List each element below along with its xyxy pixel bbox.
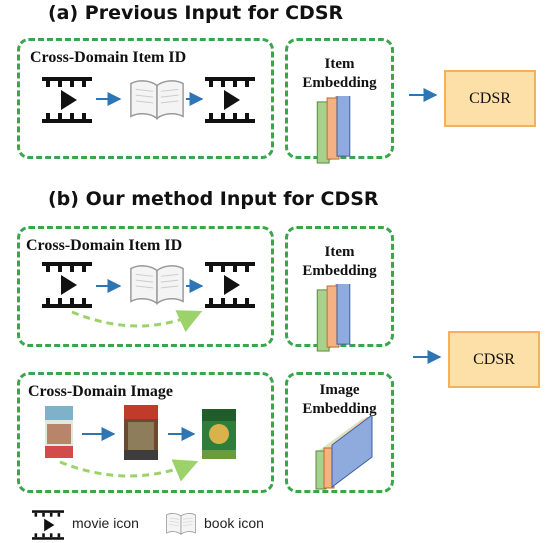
image-box-b: Cross-Domain Image [17, 372, 274, 493]
skip-arrow [59, 459, 199, 482]
skip-arrow [71, 310, 203, 333]
legend-movie-label: movie icon [72, 515, 139, 531]
poster-image [124, 405, 158, 460]
emb-title-line1: Item [324, 56, 355, 72]
item-id-box-title: Cross-Domain Item ID [30, 49, 187, 66]
image-embedding-box-b: Image Embedding [285, 372, 394, 493]
movie-icon [205, 262, 255, 308]
item-embedding-box-a: Item Embedding [285, 38, 394, 164]
emb-title-line2: Embedding [302, 75, 377, 91]
poster-image [202, 409, 236, 459]
section-b-title: (b) Our method Input for CDSR [48, 188, 379, 210]
image-embedding-stack-icon [315, 415, 374, 490]
movie-icon [42, 262, 92, 308]
cdsr-box-b: CDSR [448, 331, 540, 388]
poster-image [45, 406, 73, 458]
item-id-box-b: Cross-Domain Item ID [17, 226, 274, 347]
emb-title-line1: Image [319, 382, 360, 398]
item-id-box-title: Cross-Domain Item ID [26, 237, 183, 254]
emb-title-line1: Item [324, 244, 355, 260]
emb-title-line2: Embedding [302, 401, 377, 417]
section-a-title: (a) Previous Input for CDSR [48, 2, 344, 24]
emb-title-line2: Embedding [302, 263, 377, 279]
legend-book-icon [166, 513, 196, 535]
legend-movie-icon [32, 510, 64, 540]
item-id-box-a: Cross-Domain Item ID [17, 38, 274, 159]
book-icon [130, 265, 184, 305]
item-embedding-box-b: Item Embedding [285, 226, 394, 352]
image-box-title: Cross-Domain Image [28, 383, 174, 400]
legend-book-label: book icon [204, 515, 264, 531]
cdsr-box-a: CDSR [444, 70, 536, 127]
